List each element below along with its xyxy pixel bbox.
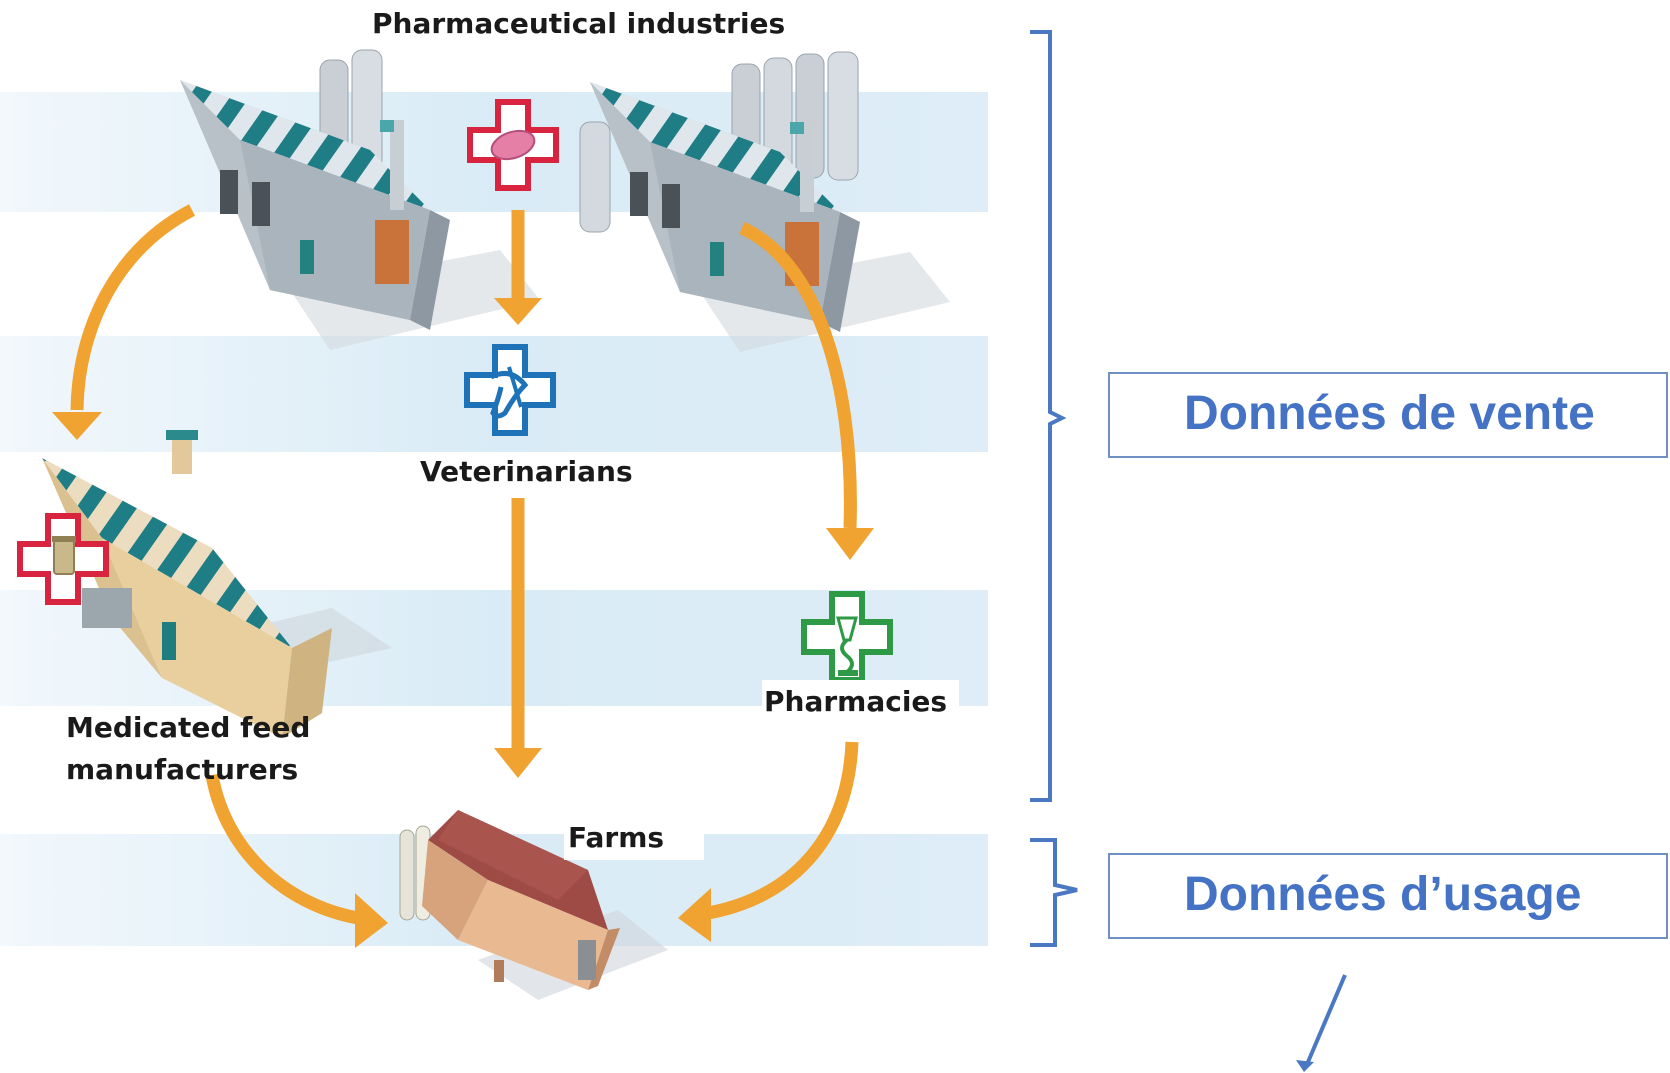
label-veterinarians: Veterinarians bbox=[420, 455, 633, 488]
usage-pointer-arrow bbox=[1306, 974, 1347, 1063]
arrow-vets-to-farms-head bbox=[494, 748, 542, 778]
flow-arrows bbox=[52, 204, 874, 948]
usage-pointer-arrow-head bbox=[1296, 1060, 1314, 1072]
arrow-feed-to-farms-head bbox=[355, 893, 388, 948]
label-medicated-feed: Medicated feed bbox=[66, 711, 311, 744]
barn-icon bbox=[399, 810, 668, 1000]
arrow-feed-to-farms bbox=[205, 773, 360, 925]
arrow-pharmacies-to-farms bbox=[706, 741, 859, 920]
arrow-pharma-to-feed-head bbox=[52, 412, 102, 440]
legend-sales-data: Données de vente bbox=[1108, 372, 1668, 458]
brackets bbox=[1030, 30, 1347, 1072]
sales-bracket bbox=[1030, 30, 1067, 802]
usage-bracket bbox=[1030, 838, 1078, 947]
legend-usage-data: Données d’usage bbox=[1108, 853, 1668, 939]
arrow-pharma-to-pharmacies-head bbox=[826, 528, 874, 560]
factory-icon bbox=[180, 49, 540, 350]
label-manufacturers: manufacturers bbox=[66, 753, 299, 786]
arrow-pharma-to-vets-head bbox=[494, 298, 542, 325]
arrow-pharma-to-feed bbox=[70, 204, 196, 411]
label-pharmacies: Pharmacies bbox=[762, 680, 960, 724]
pill-cross-icon bbox=[467, 99, 559, 191]
feed-cross-icon bbox=[17, 513, 109, 605]
veterinary-cross-icon bbox=[464, 344, 556, 436]
arrow-pharma-to-pharmacies bbox=[739, 222, 857, 529]
arrow-pharmacies-to-farms-head bbox=[678, 888, 711, 942]
label-pharmaceutical-industries: Pharmaceutical industries bbox=[372, 7, 786, 40]
label-farms: Farms bbox=[564, 816, 705, 860]
